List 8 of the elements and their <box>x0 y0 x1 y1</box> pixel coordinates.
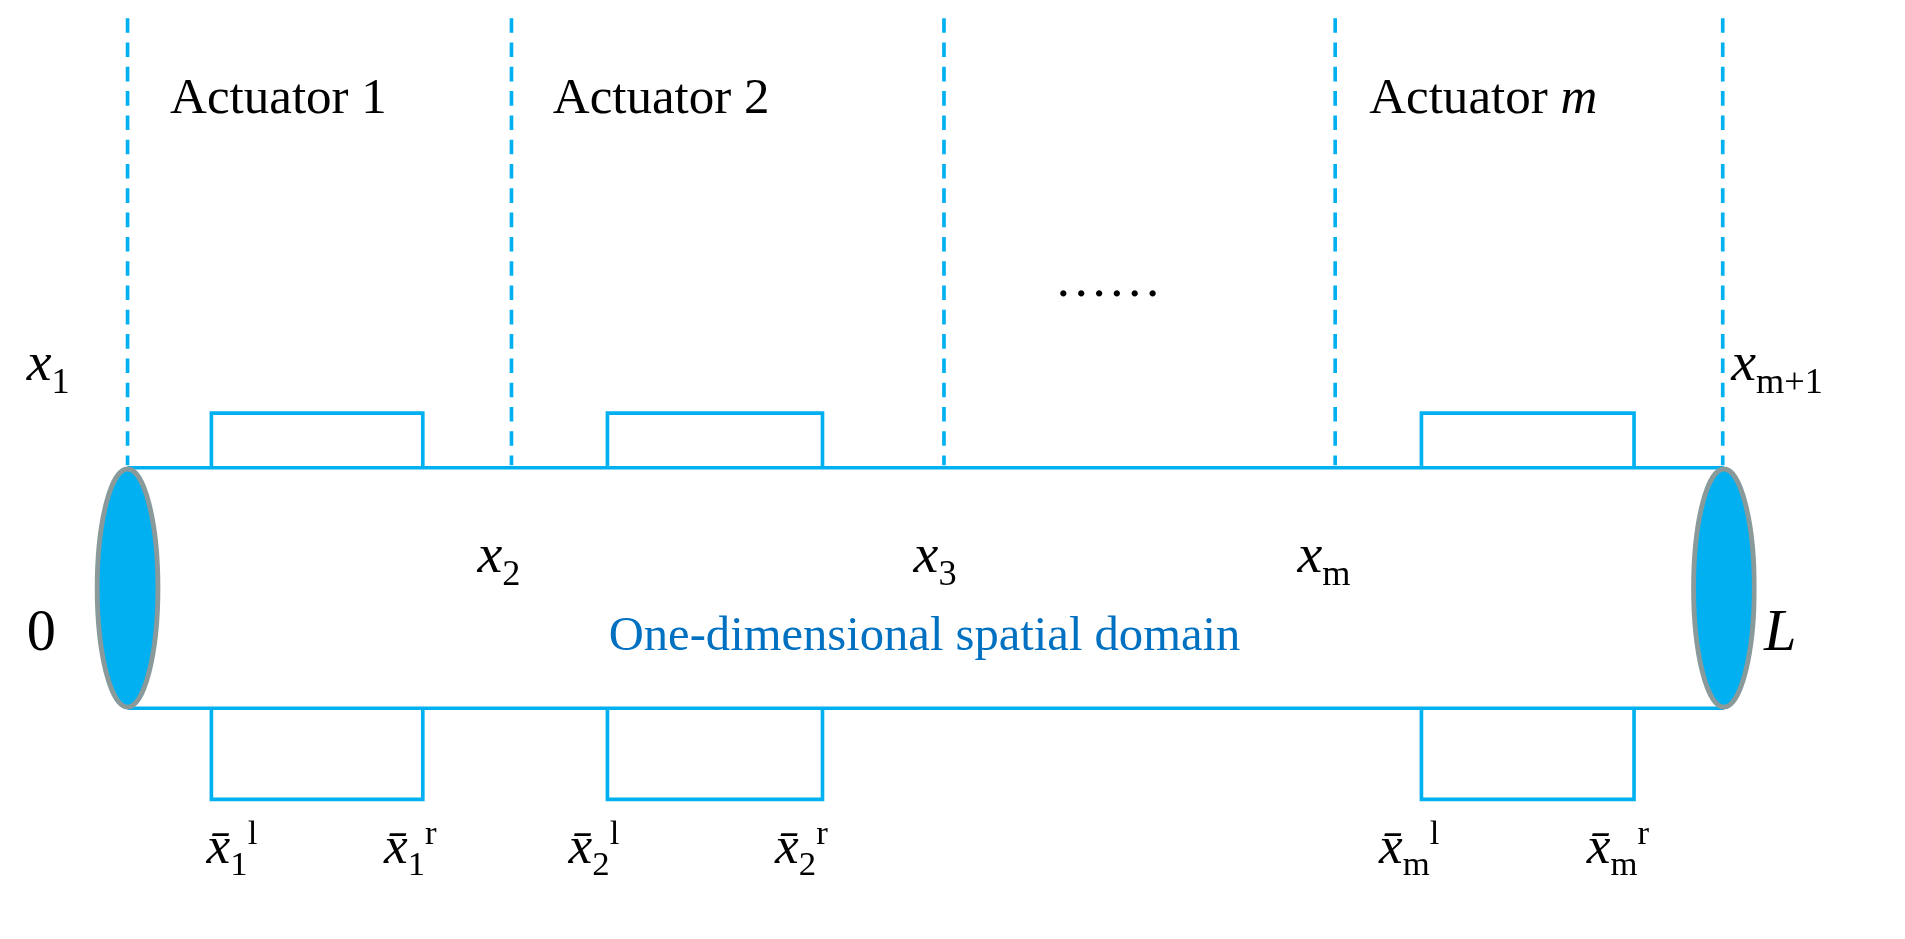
actuator-label: Actuator m <box>1369 70 1598 122</box>
actuator-label: Actuator 2 <box>552 70 770 122</box>
ellipsis: …… <box>1054 252 1162 307</box>
position-label: x$_{1}$ <box>26 334 70 399</box>
endpoint-label: 0 <box>26 601 56 660</box>
actuator-label: Actuator 1 <box>170 70 387 122</box>
position-label: x$_{m+1}$ <box>1731 334 1823 399</box>
endpoint-label: L <box>1764 601 1797 660</box>
